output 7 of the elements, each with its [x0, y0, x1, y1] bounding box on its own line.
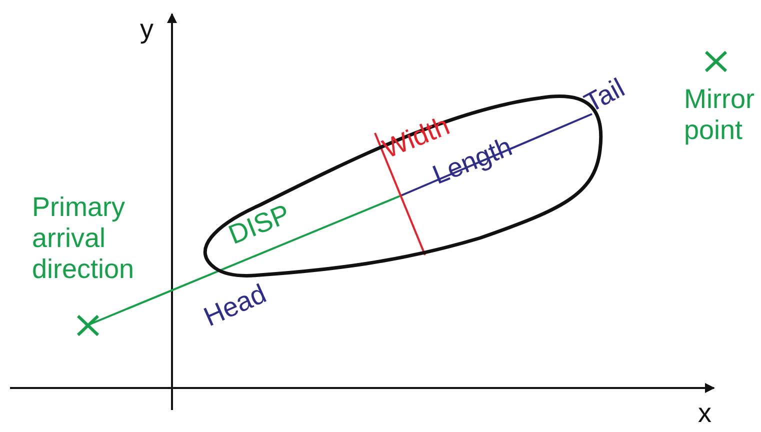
primary-arrival-direction-label: Primary arrival direction	[32, 192, 136, 285]
tail-label: Tail	[579, 72, 630, 119]
head-label: Head	[199, 278, 271, 333]
axis-label: x	[698, 398, 712, 429]
disp-label: DISP	[224, 198, 294, 251]
mirror-point-label: Mirror point	[684, 84, 756, 146]
axis-label: y	[140, 14, 154, 45]
